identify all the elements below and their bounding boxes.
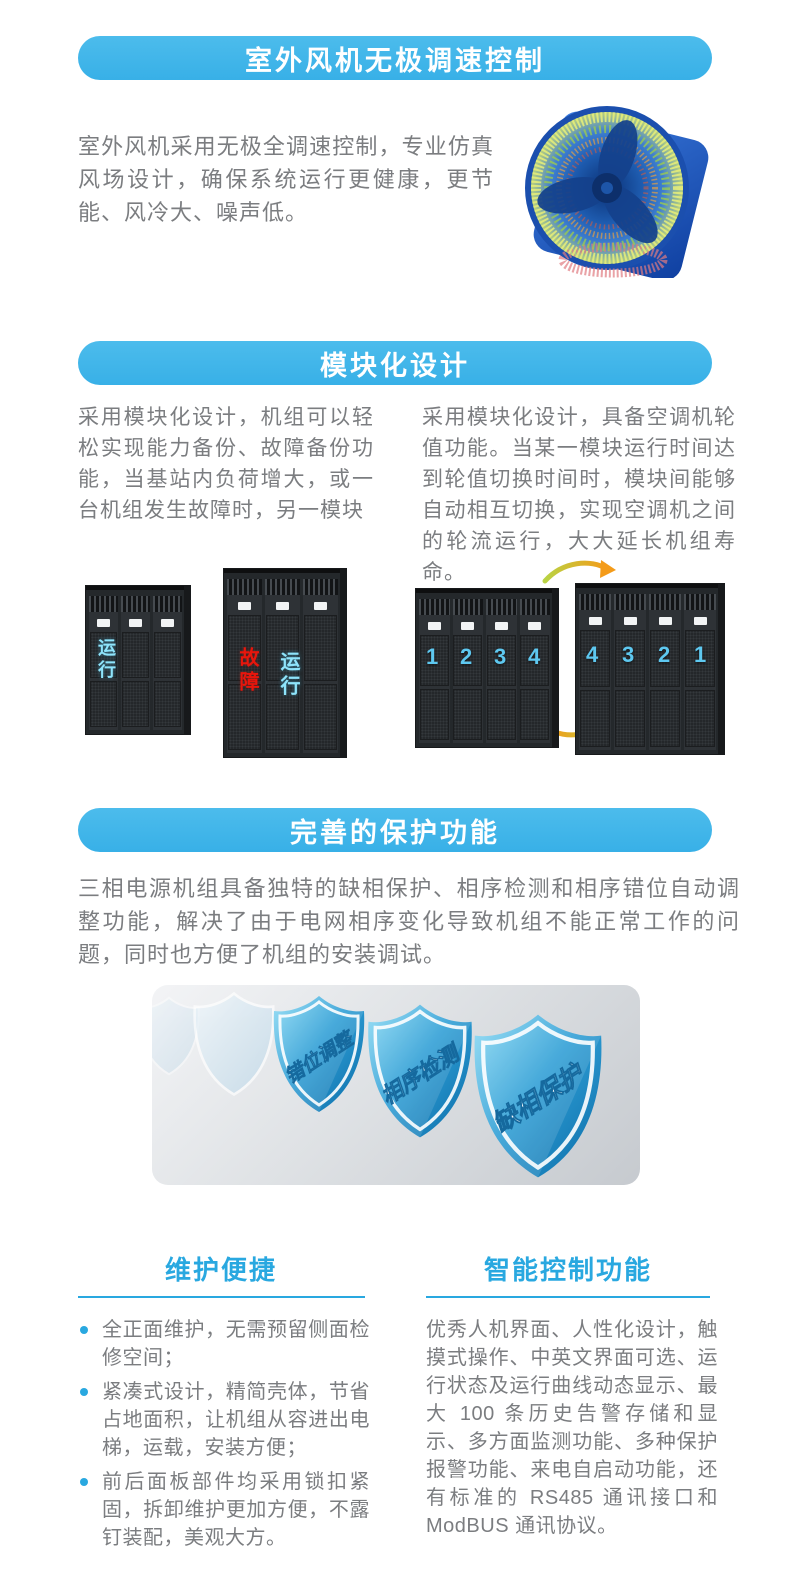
section-banner-protection: 完善的保护功能: [78, 808, 712, 852]
fan-simulation-image: [525, 106, 709, 278]
maintenance-bullet: 紧凑式设计，精简壳体，节省占地面积，让机组从容进出电梯，运载，安装方便；: [78, 1378, 370, 1462]
cabinet-module: [303, 579, 338, 753]
shield-phase-sequence-detect-icon: 相序检测: [368, 1004, 472, 1138]
protection-paragraph: 三相电源机组具备独特的缺相保护、相序检测和相序错位自动调整功能，解决了由于电网相…: [78, 876, 740, 967]
module-number: 3: [494, 644, 507, 669]
module-number: 1: [426, 644, 439, 669]
protection-shields-image: 错位调整 相序检测 缺相保护: [152, 985, 640, 1185]
cabinet-running: 运行: [85, 585, 191, 735]
maintenance-heading-rule: [78, 1296, 365, 1298]
ghost-shield-icon: [152, 996, 200, 1076]
running-label: 运行: [277, 651, 299, 699]
section-banner-modular-design: 模块化设计: [78, 341, 712, 385]
modular-cabinets-illustration: 运行 故障 运行 1 2 3 4 4 3 2 1: [75, 553, 735, 781]
cabinet-module: [452, 599, 483, 743]
smart-control-paragraph: 优秀人机界面、人性化设计，触摸式操作、中英文界面可选、运行状态及运行曲线动态显示…: [426, 1319, 718, 1537]
module-number: 3: [622, 642, 635, 667]
cabinet-module: [614, 594, 646, 750]
module-number: 4: [528, 644, 541, 669]
cabinet-module: [519, 599, 550, 743]
cabinet-module: [265, 579, 300, 753]
module-number: 2: [460, 644, 473, 669]
module-number: 1: [694, 642, 707, 667]
cabinet-rotation-1234: 1 2 3 4: [415, 588, 559, 748]
module-number: 2: [658, 642, 671, 667]
cabinet-module: [684, 594, 716, 750]
module-number: 4: [586, 642, 599, 667]
running-label: 运行: [96, 638, 116, 682]
cabinet-module: [419, 599, 450, 743]
maintenance-bullet: 前后面板部件均采用锁扣紧固，拆卸维护更加方便，不露钉装配，美观大方。: [78, 1468, 370, 1552]
cabinet-module: [153, 596, 182, 730]
maintenance-bullet-list: 全正面维护，无需预留侧面检修空间； 紧凑式设计，精简壳体，节省占地面积，让机组从…: [78, 1316, 370, 1558]
cabinet-rotation-4321: 4 3 2 1: [575, 583, 725, 755]
cabinet-module: [579, 594, 611, 750]
shield-misalignment-adjust-icon: 错位调整: [273, 996, 365, 1112]
cabinet-module: [649, 594, 681, 750]
smart-control-heading-rule: [426, 1296, 710, 1298]
maintenance-bullet: 全正面维护，无需预留侧面检修空间；: [78, 1316, 370, 1372]
maintenance-heading: 维护便捷: [164, 1255, 277, 1285]
cabinet-module: [89, 596, 118, 730]
rotation-arrow-right-icon: [542, 560, 616, 584]
ghost-shield-icon: [193, 991, 275, 1097]
smart-control-heading: 智能控制功能: [483, 1255, 652, 1285]
cabinet-module: [486, 599, 517, 743]
cabinet-module: [227, 579, 262, 753]
cabinet-module: [121, 596, 150, 730]
modular-right-paragraph: 采用模块化设计，具备空调机轮值功能。当某一模块运行时间达到轮值切换时间时，模块间…: [422, 406, 736, 584]
cabinet-fault-switchover: 故障 运行: [223, 568, 347, 758]
fan-control-paragraph: 室外风机采用无极全调速控制，专业仿真风场设计，确保系统运行更健康，更节能、风冷大…: [78, 134, 494, 225]
shield-phase-loss-protect-icon: 缺相保护: [474, 1014, 602, 1178]
section-banner-fan-control: 室外风机无极调速控制: [78, 36, 712, 80]
modular-left-paragraph: 采用模块化设计，机组可以轻松实现能力备份、故障备份功能，当基站内负荷增大，或一台…: [78, 406, 374, 522]
fault-label: 故障: [236, 647, 258, 695]
